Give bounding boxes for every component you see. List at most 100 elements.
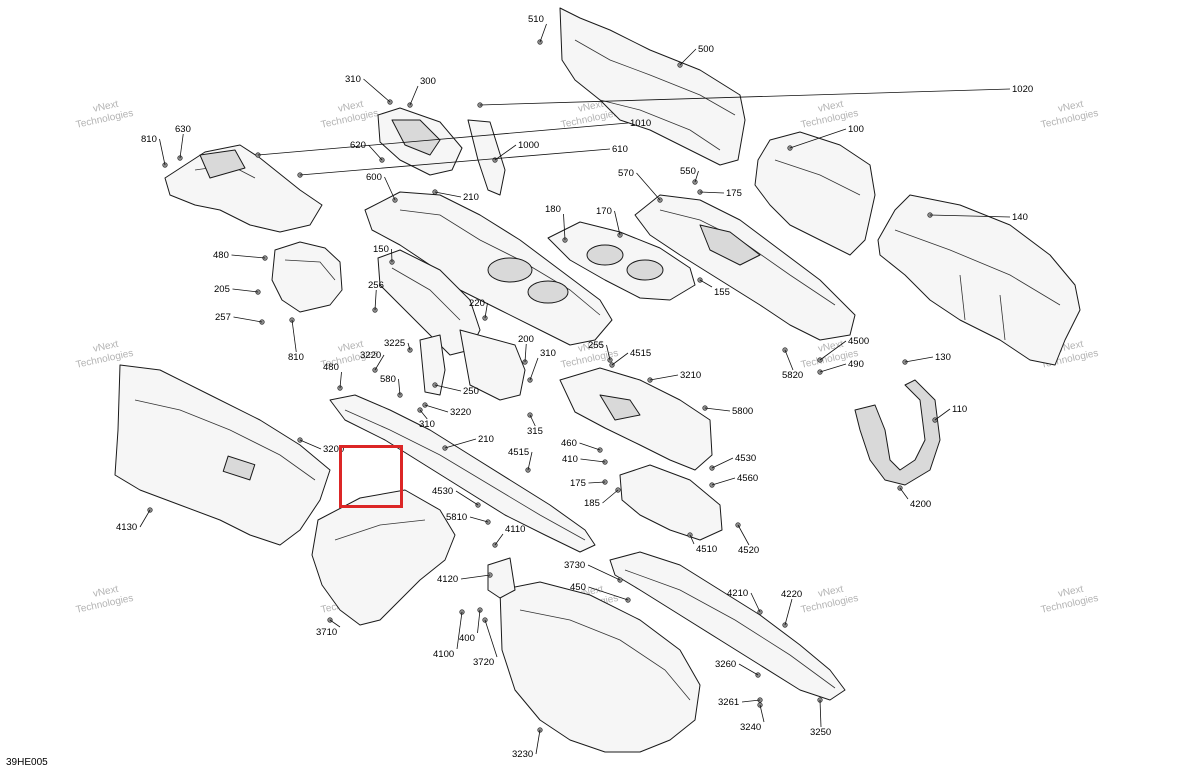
leader-line: [588, 481, 606, 484]
leader-line: [257, 122, 629, 156]
leader-line: [741, 699, 761, 703]
watermark-line1: vNext: [92, 339, 120, 355]
callout-label: 4515: [630, 348, 651, 359]
leader-line: [699, 191, 725, 194]
leader-line: [694, 170, 699, 183]
callout-label: 620: [350, 140, 366, 151]
callout-label: 550: [680, 166, 696, 177]
part-5800-duct: [854, 379, 941, 486]
callout-label: 150: [373, 244, 389, 255]
leader-line: [580, 458, 606, 463]
part-1000-tube: [467, 119, 506, 196]
leader-line: [299, 148, 611, 176]
leader-line: [291, 319, 297, 353]
watermark-line1: vNext: [577, 99, 605, 115]
leader-line: [299, 439, 322, 450]
callout-label: 580: [380, 374, 396, 385]
callout-label: 4120: [437, 574, 458, 585]
leader-line: [899, 487, 909, 500]
callout-label: 4520: [738, 545, 759, 556]
part-4800-rail: [609, 551, 846, 701]
callout-label: 480: [213, 250, 229, 261]
callout-label: 480: [323, 362, 339, 373]
callout-label: 1020: [1012, 84, 1033, 95]
leader-line: [602, 489, 619, 504]
leader-line: [524, 343, 527, 363]
leader-line: [374, 354, 385, 371]
part-450-panel: [311, 489, 456, 626]
leader-line: [539, 23, 547, 43]
leader-line: [444, 438, 477, 449]
callout-label: 200: [518, 334, 534, 345]
leader-line: [479, 88, 1011, 106]
part-300-console-top: [377, 107, 463, 176]
callout-label: 3250: [810, 727, 831, 738]
part-100-console-body: [364, 191, 613, 346]
leader-line: [434, 191, 462, 198]
leader-line: [750, 592, 761, 613]
part-4500-housing: [559, 367, 713, 471]
leader-line: [484, 619, 498, 658]
callout-label: 100: [848, 124, 864, 135]
callout-label: 4200: [910, 499, 931, 510]
leader-line: [419, 409, 428, 420]
part-3210-bracket: [419, 329, 526, 401]
leader-line: [179, 133, 184, 159]
leader-line: [711, 457, 734, 469]
leader-line: [398, 378, 401, 396]
callout-label: 610: [612, 144, 628, 155]
watermark-line1: vNext: [1057, 584, 1085, 600]
callout-label: 4530: [432, 486, 453, 497]
leader-line: [587, 564, 621, 581]
leader-line: [527, 451, 533, 471]
leader-line: [484, 302, 488, 319]
part-4100-bracket: [487, 557, 516, 599]
callout-label: 4130: [116, 522, 137, 533]
callout-label: 810: [288, 352, 304, 363]
callout-label: 257: [215, 312, 231, 323]
leader-line: [456, 611, 463, 650]
watermark-line1: vNext: [92, 584, 120, 600]
leader-line: [391, 248, 393, 263]
callout-label: 310: [345, 74, 361, 85]
leader-line: [529, 357, 539, 381]
leader-line: [384, 176, 396, 201]
leader-line: [606, 344, 611, 361]
leader-line: [704, 407, 731, 412]
leader-line: [563, 213, 566, 241]
leader-line: [759, 704, 765, 723]
leader-line: [529, 414, 536, 427]
watermark-line1: vNext: [817, 584, 845, 600]
callout-label: 810: [141, 134, 157, 145]
leader-line: [329, 619, 341, 628]
leader-line: [363, 78, 391, 103]
leader-line: [934, 408, 951, 421]
leader-line: [434, 384, 462, 392]
callout-label: 5820: [782, 370, 803, 381]
callout-label: 220: [469, 298, 485, 309]
leader-line: [368, 144, 383, 161]
leader-line: [737, 524, 750, 546]
callout-label: 310: [540, 348, 556, 359]
callout-label: 140: [1012, 212, 1028, 223]
callout-label: 210: [463, 192, 479, 203]
callout-label: 3220: [360, 350, 381, 361]
leader-line: [738, 663, 759, 676]
leader-line: [374, 289, 377, 311]
watermark-line1: vNext: [1057, 99, 1085, 115]
diagram-code: 39HE005: [6, 757, 48, 768]
callout-label: 500: [698, 44, 714, 55]
callout-label: 4515: [508, 447, 529, 458]
callout-label: 255: [588, 340, 604, 351]
callout-label: 3225: [384, 338, 405, 349]
leader-line: [460, 574, 491, 580]
callout-label: 205: [214, 284, 230, 295]
leader-line: [139, 509, 151, 528]
leader-lines: [139, 23, 1011, 755]
callout-label: 110: [952, 404, 967, 415]
callout-label: 155: [714, 287, 730, 298]
watermark-line1: vNext: [337, 339, 365, 355]
